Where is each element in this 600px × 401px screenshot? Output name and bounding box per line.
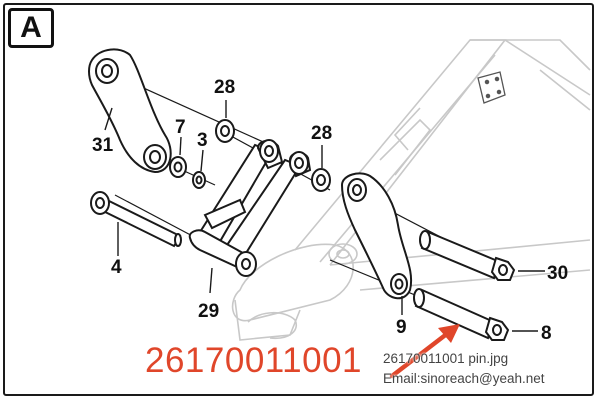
callout-30: 30: [547, 263, 569, 284]
callout-28-upper: 28: [214, 77, 236, 98]
part-3-ring: [192, 171, 206, 189]
part-28-washer-right: [311, 168, 331, 192]
boom-arm-background: [231, 39, 591, 341]
callout-9: 9: [396, 317, 407, 338]
callout-8: 8: [541, 323, 552, 344]
part-8-pin: [413, 288, 510, 341]
callout-4: 4: [111, 257, 122, 278]
callout-31: 31: [92, 135, 114, 156]
part-highlight-arrow: [389, 324, 460, 379]
callout-29: 29: [198, 301, 220, 322]
watermark-email: Email:sinoreach@yeah.net: [383, 371, 545, 386]
part-4-pin: [90, 191, 182, 248]
callout-3: 3: [197, 130, 208, 151]
part-9-bracket-plate: [340, 172, 413, 300]
callout-leaders: [104, 100, 545, 332]
callout-7: 7: [175, 117, 186, 138]
diagram-frame: [3, 3, 594, 396]
part-30-pin: [419, 230, 516, 281]
watermark-filename: 26170011001 pin.jpg: [383, 351, 509, 366]
axis-lines: [107, 71, 501, 331]
boom-plate: [477, 71, 506, 104]
part-7-washer: [169, 156, 187, 178]
part-number-label: 26170011001: [145, 341, 363, 380]
part-29-h-link: [188, 139, 312, 277]
part-31-link-plate: [88, 48, 172, 174]
part-28-washer-upper: [215, 119, 235, 143]
section-letter: A: [20, 11, 42, 44]
callout-28-right: 28: [311, 123, 333, 144]
section-letter-box: A: [8, 8, 54, 48]
